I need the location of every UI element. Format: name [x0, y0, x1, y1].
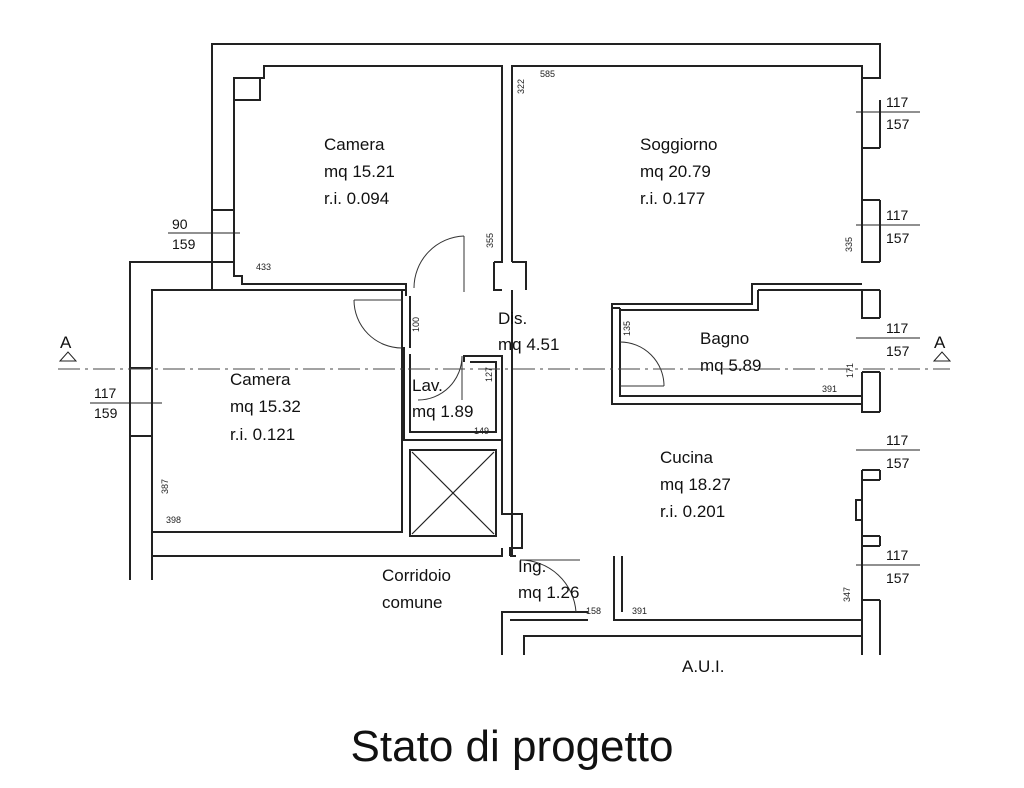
interior-dimensions: 322 585 355 433 335 100 135 127 149 171 …: [160, 69, 855, 616]
room-camera-left: Camera mq 15.32 r.i. 0.121: [230, 370, 301, 444]
room-name: Bagno: [700, 329, 749, 348]
dim-391-bagno: 391: [822, 384, 837, 394]
room-area: mq 15.32: [230, 397, 301, 416]
window-dim-r1: 117 157: [856, 94, 920, 132]
dim-149: 149: [474, 426, 489, 436]
room-ing: Ing. mq 1.26: [518, 557, 579, 602]
dim-335: 335: [844, 237, 854, 252]
room-area: mq 5.89: [700, 356, 761, 375]
section-line: [58, 351, 952, 370]
room-area: mq 1.26: [518, 583, 579, 602]
window-height: 157: [886, 570, 910, 586]
window-dim-r3: 117 157: [856, 320, 920, 359]
window-height: 159: [94, 405, 118, 421]
dim-433: 433: [256, 262, 271, 272]
dim-100: 100: [411, 317, 421, 332]
window-height: 157: [886, 116, 910, 132]
window-height: 157: [886, 455, 910, 471]
window-height: 159: [172, 236, 196, 252]
room-area: mq 1.89: [412, 402, 473, 421]
window-width: 117: [886, 547, 909, 563]
room-bagno: Bagno mq 5.89: [700, 329, 761, 375]
dim-355: 355: [485, 233, 495, 248]
corridoio-line1: Corridoio: [382, 566, 451, 585]
room-cucina: Cucina mq 18.27 r.i. 0.201: [660, 448, 731, 521]
section-label-right: A: [934, 333, 946, 352]
room-name: Camera: [324, 135, 385, 154]
dim-398: 398: [166, 515, 181, 525]
room-name: Soggiorno: [640, 135, 718, 154]
window-width: 117: [886, 207, 909, 223]
room-name: Dis.: [498, 309, 527, 328]
room-ri: r.i. 0.121: [230, 425, 295, 444]
room-ri: r.i. 0.177: [640, 189, 705, 208]
section-label-left: A: [60, 333, 72, 352]
window-dim-r2: 117 157: [856, 207, 920, 246]
dim-135: 135: [622, 321, 632, 336]
window-width: 117: [886, 94, 909, 110]
window-dim-r4: 117 157: [856, 432, 920, 471]
window-dim-left: 117 159: [90, 385, 162, 421]
room-name: Cucina: [660, 448, 713, 467]
aui-label: A.U.I.: [682, 657, 725, 676]
dim-158: 158: [586, 606, 601, 616]
room-area: mq 20.79: [640, 162, 711, 181]
dim-387: 387: [160, 479, 170, 494]
window-width: 117: [94, 385, 117, 401]
window-height: 157: [886, 343, 910, 359]
corridoio-comune: Corridoio comune: [382, 566, 451, 612]
window-height: 157: [886, 230, 910, 246]
walls: [129, 43, 881, 655]
dim-347: 347: [842, 587, 852, 602]
dim-127: 127: [484, 367, 494, 382]
dim-171: 171: [845, 363, 855, 378]
room-camera-top: Camera mq 15.21 r.i. 0.094: [324, 135, 395, 208]
page-title: Stato di progetto: [350, 722, 674, 771]
room-area: mq 18.27: [660, 475, 731, 494]
room-soggiorno: Soggiorno mq 20.79 r.i. 0.177: [640, 135, 718, 208]
doors: [353, 235, 665, 613]
room-dis: Dis. mq 4.51: [498, 309, 559, 354]
room-ri: r.i. 0.201: [660, 502, 725, 521]
window-dim-r5: 117 157: [856, 547, 920, 586]
corridoio-line2: comune: [382, 593, 442, 612]
dim-391-cucina: 391: [632, 606, 647, 616]
dim-585: 585: [540, 69, 555, 79]
room-name: Ing.: [518, 557, 546, 576]
room-lav: Lav. mq 1.89: [412, 376, 473, 421]
room-area: mq 15.21: [324, 162, 395, 181]
window-width: 90: [172, 216, 188, 232]
room-area: mq 4.51: [498, 335, 559, 354]
window-width: 117: [886, 320, 909, 336]
window-width: 117: [886, 432, 909, 448]
dim-322: 322: [516, 79, 526, 94]
room-name: Camera: [230, 370, 291, 389]
room-name: Lav.: [412, 376, 443, 395]
room-ri: r.i. 0.094: [324, 189, 389, 208]
window-dim-top-left: 90 159: [168, 216, 240, 252]
